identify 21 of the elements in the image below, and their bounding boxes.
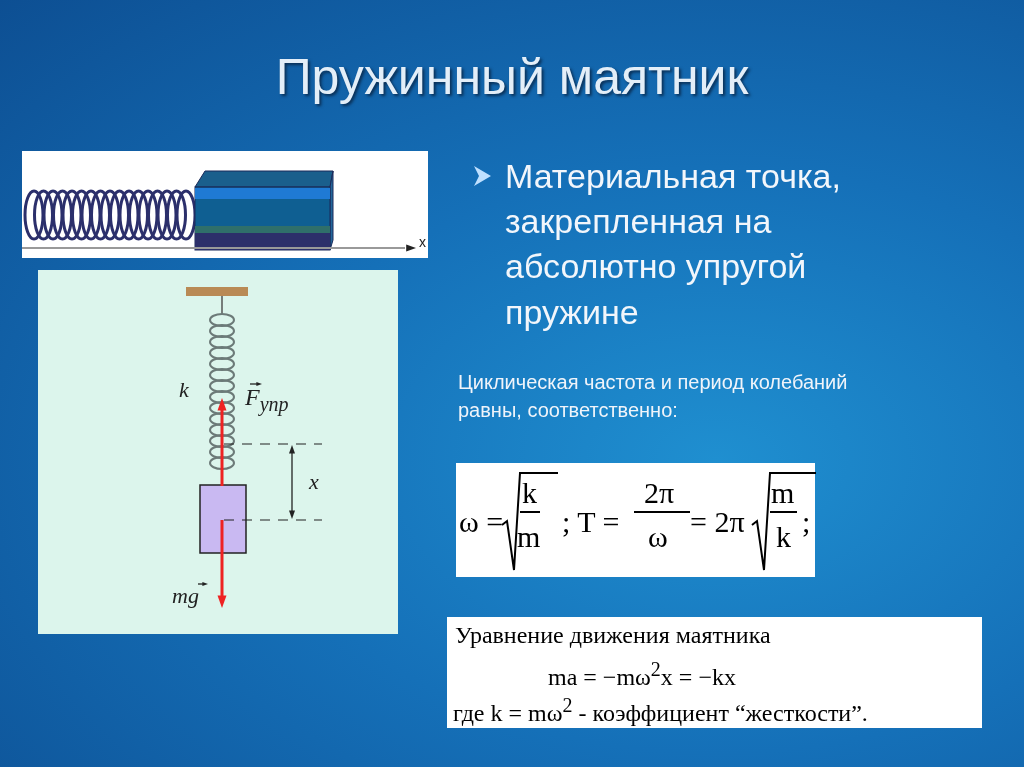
formula-text: ; T = (562, 505, 620, 538)
equation-text: ma = −mω$^{2}$x = −kx (548, 658, 736, 691)
force-label: mg (172, 584, 199, 609)
spring-label: k (179, 378, 189, 403)
formula-text: 2π (644, 476, 675, 509)
formula-text: k (522, 476, 537, 509)
equation-text: где k = mω$^{2}$ - коэффициент “жесткости”. (453, 694, 868, 727)
dimension-label: x (309, 470, 319, 495)
formula-text: m (771, 476, 795, 509)
slide-title: Пружинный маятник (274, 50, 750, 105)
formula-text: k (776, 520, 791, 553)
formula-text: ω (648, 520, 668, 553)
formula-text: = 2π (690, 505, 745, 538)
body-text: Циклическая частота и период колебаний равны, соответственно: (458, 370, 849, 423)
formula-heading: Уравнение движения маятника (455, 622, 771, 649)
bullet-text: Материальная точка, закрепленная на абсолютно упругой пружине (505, 156, 842, 333)
force-label: F$_{упр}$ (245, 384, 289, 415)
formula-text: ω = (459, 505, 504, 538)
formula-text: ; (802, 505, 811, 538)
axis-label: x (419, 235, 426, 251)
formula-text: m (517, 520, 541, 553)
